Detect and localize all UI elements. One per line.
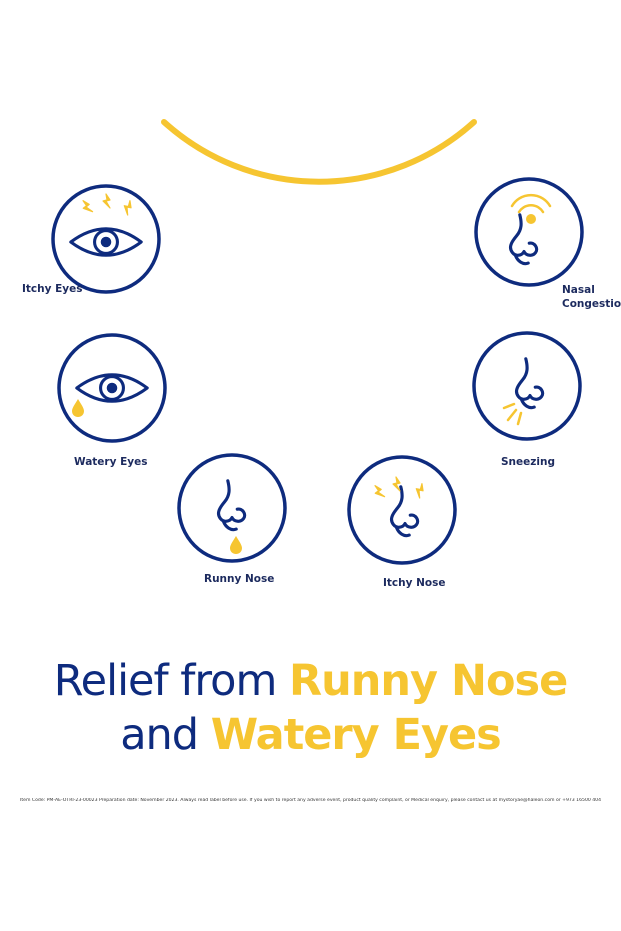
itchy-nose-badge xyxy=(347,455,457,565)
congested-nose-icon xyxy=(508,193,552,266)
headline-line-1: Relief from Runny Nose xyxy=(0,655,621,707)
sneezing-label: Sneezing xyxy=(501,456,555,468)
symptom-ring-arc xyxy=(161,119,477,185)
headline-line2-plain: and xyxy=(120,710,211,760)
runny-nose-badge xyxy=(177,453,287,563)
nasal-congestion-label-line2: Congestion xyxy=(562,298,621,310)
itchy-eyes-label: Itchy Eyes xyxy=(22,283,83,295)
headline-line1-plain: Relief from xyxy=(53,656,290,706)
legal-disclaimer: Item Code: PM-AE-OTRI-23-00023 Preparati… xyxy=(19,798,602,803)
itchy-nose-label: Itchy Nose xyxy=(383,577,446,589)
runny-nose-label: Runny Nose xyxy=(204,573,275,585)
headline-line-2: and Watery Eyes xyxy=(0,709,621,761)
headline-line1-highlight: Runny Nose xyxy=(289,656,568,706)
headline-line2-highlight: Watery Eyes xyxy=(210,710,502,760)
nasal-congestion-badge xyxy=(474,177,584,287)
sneezing-nose-icon xyxy=(502,357,545,426)
watery-eyes-label: Watery Eyes xyxy=(74,456,148,468)
nasal-congestion-label-line1: Nasal xyxy=(562,284,595,296)
itchy-eyes-badge xyxy=(51,184,161,294)
watery-eyes-badge xyxy=(57,333,167,443)
sneezing-badge xyxy=(472,331,582,441)
